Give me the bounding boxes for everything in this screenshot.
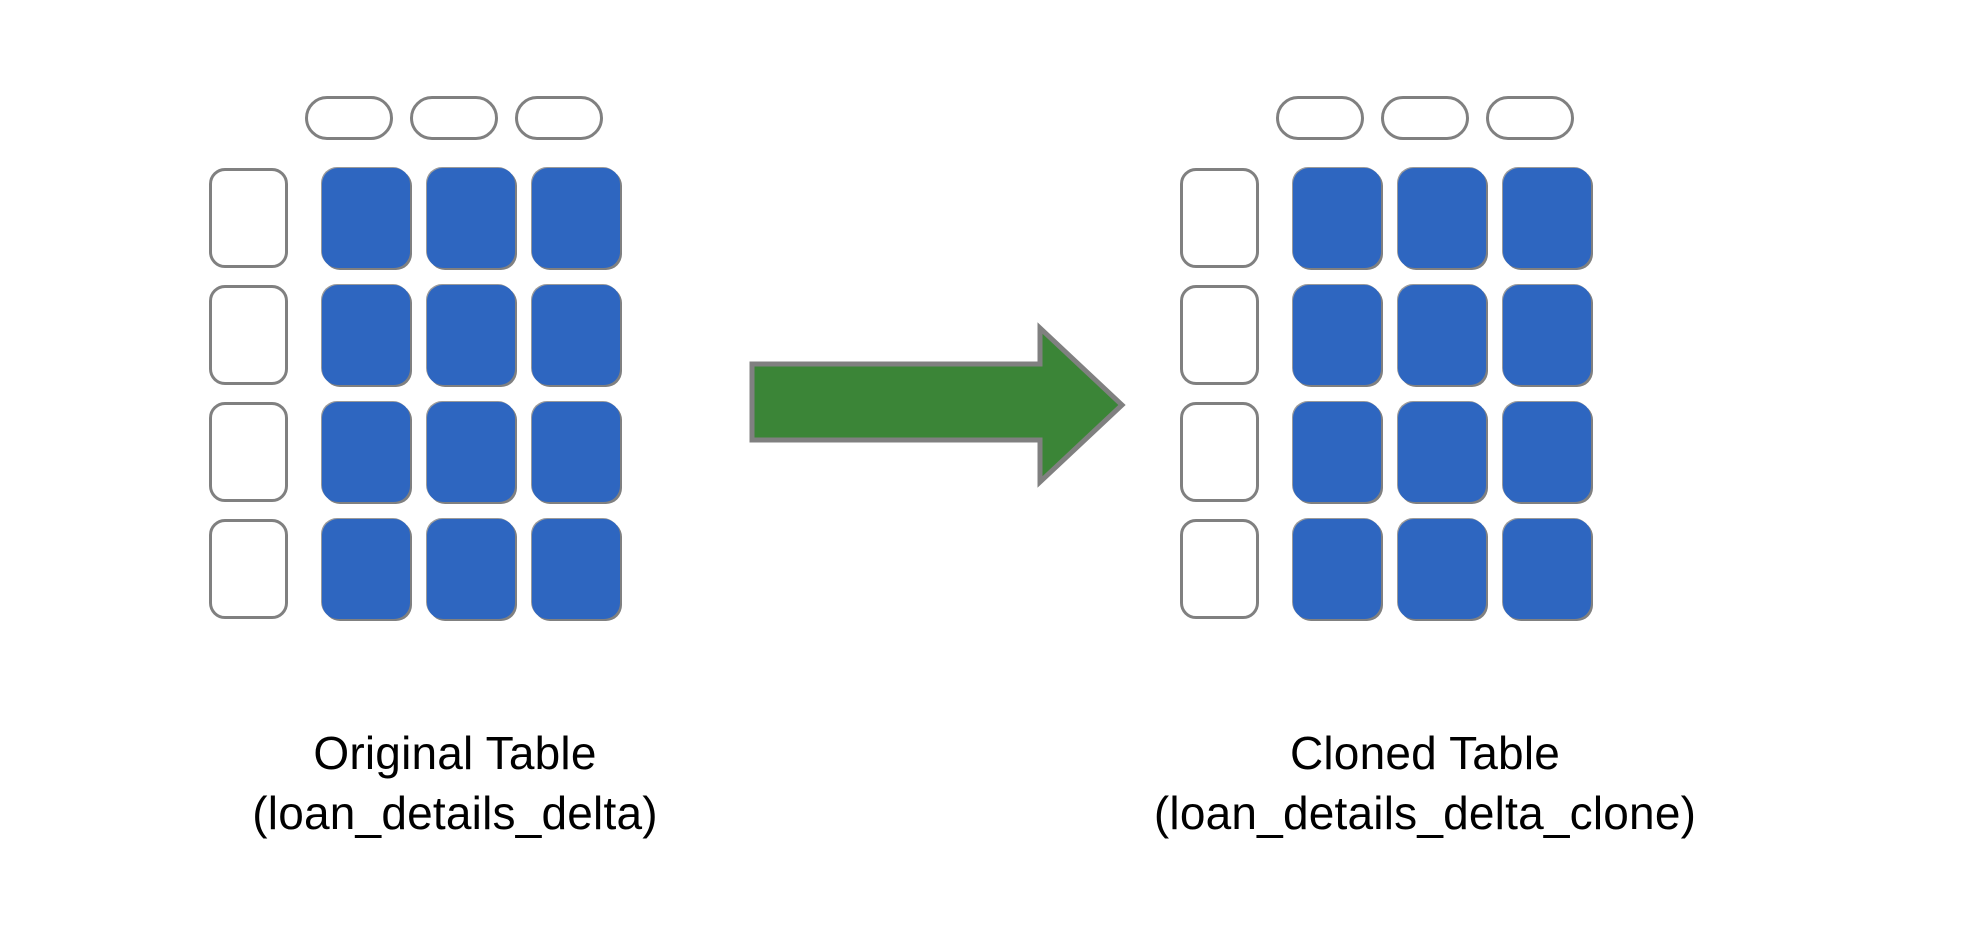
data-cell [1398, 402, 1486, 502]
data-cell [427, 519, 515, 619]
data-cell [322, 285, 410, 385]
column-header-pill [1276, 96, 1364, 140]
data-cell [1293, 519, 1381, 619]
table-row [209, 402, 620, 502]
table-row [209, 168, 620, 268]
row-label-cell [1180, 168, 1259, 268]
table-row [1180, 402, 1591, 502]
data-cell [427, 285, 515, 385]
original-column-header-row [305, 96, 603, 140]
row-label-cell [209, 519, 288, 619]
table-row [209, 519, 620, 619]
data-cell [1503, 285, 1591, 385]
data-cell [322, 402, 410, 502]
data-cell [322, 519, 410, 619]
data-cell [1398, 285, 1486, 385]
original-caption-title: Original Table [313, 727, 597, 779]
original-table-body [209, 168, 620, 619]
data-cell [1293, 285, 1381, 385]
data-cell [1503, 168, 1591, 268]
data-cell [427, 402, 515, 502]
data-cell [532, 519, 620, 619]
cloned-caption-tablename: (loan_details_delta_clone) [1153, 786, 1697, 839]
row-label-cell [209, 168, 288, 268]
row-label-cell [1180, 519, 1259, 619]
data-cell [1503, 402, 1591, 502]
data-cell [532, 168, 620, 268]
cloned-table-caption: Cloned Table (loan_details_delta_clone) [1060, 724, 1790, 844]
cloned-column-header-row [1276, 96, 1574, 140]
table-row [209, 285, 620, 385]
data-cell [532, 402, 620, 502]
column-header-pill [305, 96, 393, 140]
column-header-pill [410, 96, 498, 140]
data-cell [322, 168, 410, 268]
cloned-table-body [1180, 168, 1591, 619]
data-cell [1293, 168, 1381, 268]
column-header-pill [1381, 96, 1469, 140]
clone-arrow-icon [749, 322, 1126, 488]
column-header-pill [1486, 96, 1574, 140]
row-label-cell [1180, 285, 1259, 385]
original-table-caption: Original Table (loan_details_delta) [170, 724, 740, 844]
data-cell [532, 285, 620, 385]
data-cell [427, 168, 515, 268]
data-cell [1398, 168, 1486, 268]
data-cell [1293, 402, 1381, 502]
row-label-cell [1180, 402, 1259, 502]
table-row [1180, 285, 1591, 385]
cloned-caption-title: Cloned Table [1289, 727, 1561, 779]
table-row [1180, 519, 1591, 619]
table-row [1180, 168, 1591, 268]
original-caption-tablename: (loan_details_delta) [252, 786, 658, 839]
row-label-cell [209, 402, 288, 502]
column-header-pill [515, 96, 603, 140]
row-label-cell [209, 285, 288, 385]
data-cell [1398, 519, 1486, 619]
data-cell [1503, 519, 1591, 619]
